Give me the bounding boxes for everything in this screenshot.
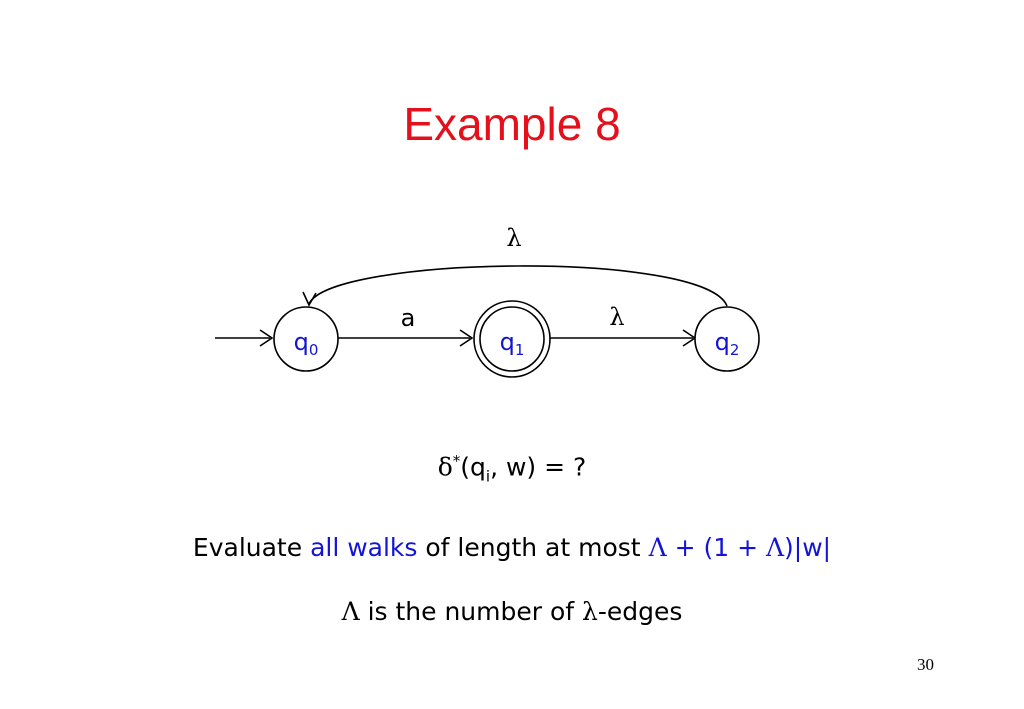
transition-q0-q1: a: [338, 304, 474, 347]
svg-text:q1: q1: [500, 328, 525, 359]
walks-middle: of length at most: [417, 533, 649, 562]
lambda-symbol: λ: [582, 597, 598, 626]
Lambda-symbol: Λ: [341, 597, 360, 626]
lambda-count-suffix: -edges: [597, 597, 683, 626]
lambda-count-statement: Λ is the number of λ-edges: [0, 597, 1024, 626]
slide-title: Example 8: [403, 98, 621, 150]
state-q1: q1: [473, 300, 551, 378]
delta-symbol: δ: [437, 452, 453, 482]
state-q2-subscript: 2: [730, 341, 740, 359]
transition-q1-q2: λ: [549, 303, 697, 347]
walks-expr-1: + (1 +: [666, 533, 766, 562]
state-q0-name: q: [294, 328, 309, 356]
state-q1-name: q: [500, 328, 515, 356]
slide-number: 30: [917, 655, 934, 674]
transition-label-q2-q0: λ: [506, 224, 521, 252]
initial-arrow: [215, 329, 274, 347]
state-q2: q2: [694, 306, 760, 372]
formula-open: (q: [460, 452, 486, 482]
walks-highlight: all walks: [310, 533, 418, 562]
transition-label-q0-q1: a: [401, 304, 416, 332]
lambda-count-middle: is the number of: [359, 597, 583, 626]
formula-subscript: i: [485, 467, 491, 486]
svg-text:q2: q2: [715, 328, 740, 359]
transition-label-q1-q2: λ: [609, 303, 624, 331]
state-q2-name: q: [715, 328, 730, 356]
extended-transition-formula: δ*(qi, w) = ?: [0, 452, 1024, 485]
svg-text:q0: q0: [294, 328, 319, 359]
star-superscript: *: [452, 452, 461, 470]
walks-prefix: Evaluate: [192, 533, 311, 562]
state-q0: q0: [273, 306, 339, 372]
state-q0-subscript: 0: [309, 341, 319, 359]
transition-q2-q0: λ: [302, 224, 728, 307]
walks-Lambda-1: Λ: [648, 533, 667, 562]
walks-expr-2: )|w|: [784, 533, 832, 562]
walks-statement: Evaluate all walks of length at most Λ +…: [0, 533, 1024, 562]
walks-Lambda-2: Λ: [765, 533, 785, 562]
state-q1-subscript: 1: [515, 341, 525, 359]
formula-rest: , w) = ?: [490, 452, 587, 482]
